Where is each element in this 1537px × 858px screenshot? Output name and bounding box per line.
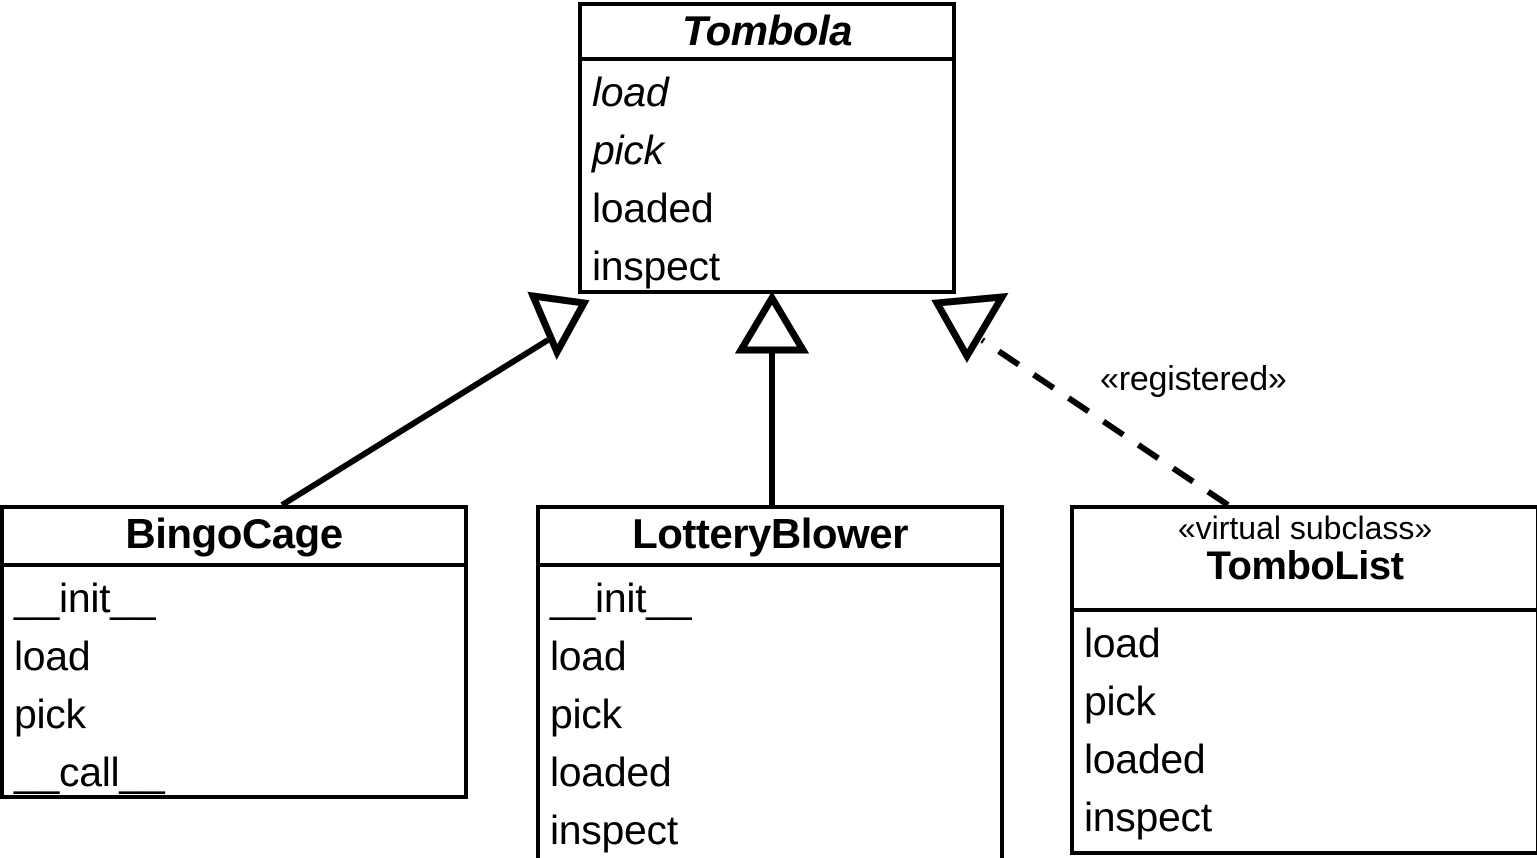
class-box-tombolist[interactable]: «virtual subclass» TomboList load pick l…: [1070, 505, 1537, 855]
class-stereotype-tombolist: «virtual subclass»: [1177, 510, 1433, 546]
edge-lotteryblower-to-tombola: [734, 291, 810, 505]
class-members-lotteryblower: __init__ load pick loaded inspect: [540, 567, 1000, 858]
member-item: inspect: [592, 243, 720, 289]
class-header-tombolist: «virtual subclass» TomboList: [1074, 509, 1536, 612]
class-title-tombolist: TomboList: [1206, 543, 1404, 588]
edge-bingocage-to-tombola: [280, 291, 590, 508]
class-title-bingocage: BingoCage: [125, 510, 343, 557]
class-box-bingocage[interactable]: BingoCage __init__ load pick __call__: [0, 505, 468, 799]
member-item: load: [550, 633, 627, 679]
class-header-tombola: Tombola: [582, 6, 952, 61]
class-header-bingocage: BingoCage: [4, 509, 464, 567]
member-item: __init__: [550, 575, 692, 621]
member-item: pick: [14, 691, 86, 737]
class-members-tombola: load pick loaded inspect: [582, 61, 952, 295]
member-item: loaded: [1084, 736, 1206, 782]
class-members-tombolist: load pick loaded inspect: [1074, 612, 1536, 846]
class-box-lotteryblower[interactable]: LotteryBlower __init__ load pick loaded …: [536, 505, 1004, 858]
class-members-bingocage: __init__ load pick __call__: [4, 567, 464, 801]
edge-tombolist-to-tombola: [931, 292, 1230, 508]
member-item: pick: [1084, 678, 1156, 724]
member-item: inspect: [550, 807, 678, 853]
class-title-lotteryblower: LotteryBlower: [632, 510, 908, 557]
member-item: load: [14, 633, 91, 679]
class-header-lotteryblower: LotteryBlower: [540, 509, 1000, 567]
member-item: loaded: [550, 749, 672, 795]
member-item: __init__: [14, 575, 156, 621]
member-item: load: [592, 69, 669, 115]
edge-label-registered: «registered»: [1100, 360, 1287, 398]
class-title-tombola: Tombola: [682, 7, 852, 54]
member-item: pick: [550, 691, 622, 737]
member-item: __call__: [14, 749, 165, 795]
member-item: pick: [592, 127, 664, 173]
member-item: inspect: [1084, 794, 1212, 840]
member-item: load: [1084, 620, 1161, 666]
member-item: loaded: [592, 185, 714, 231]
class-box-tombola[interactable]: Tombola load pick loaded inspect: [578, 2, 956, 294]
